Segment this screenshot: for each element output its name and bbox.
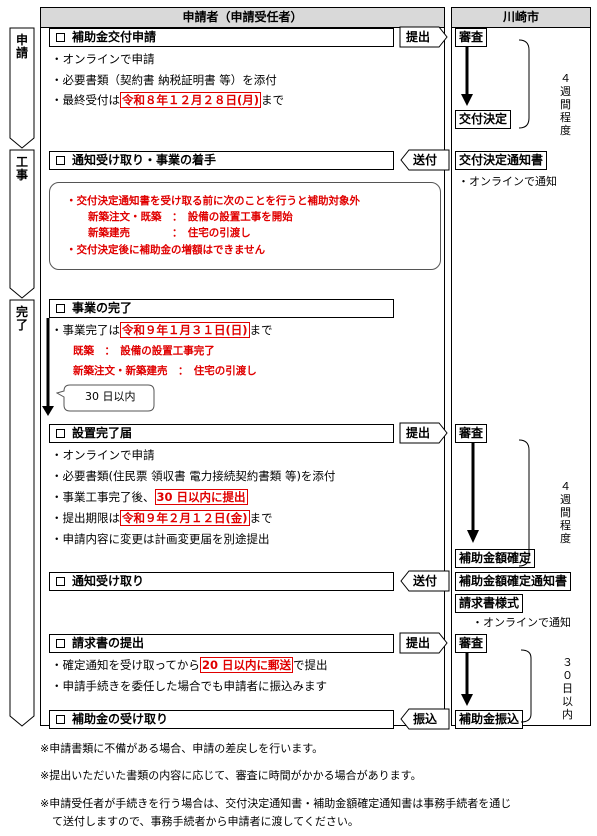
deadline-highlight: 30 日以内に提出 (154, 489, 248, 505)
send-arrow-2: 送付 (413, 574, 438, 588)
notice-line1: ・交付決定通知書を受け取る前に次のことを行うと補助対象外 (66, 195, 360, 207)
step-receive-notice: 通知受け取り (49, 572, 394, 591)
submit-arrow-2: 提出 (406, 426, 431, 440)
deadline-date: 令和９年２月１２日(金) (120, 510, 250, 526)
text: ・最終受付は (51, 93, 120, 107)
city-decision-notice: 交付決定通知書 (455, 151, 548, 170)
city-flow-arrows (461, 39, 532, 723)
text: ・事業完了は (51, 323, 120, 337)
transfer-arrow: 振込 (413, 712, 438, 726)
deadline-date: 令和８年１２月２８日(月) (120, 92, 262, 108)
phase-complete-label: 完了 (15, 305, 28, 332)
step4-line3: ・事業工事完了後、30 日以内に提出 (51, 489, 248, 505)
city-online-notice-1: ・オンラインで通知 (458, 175, 557, 188)
text: ・確定通知を受け取ってから (51, 658, 200, 672)
phase-construction-label: 工事 (15, 155, 28, 182)
step-project-completion: 事業の完了 (49, 299, 394, 318)
text: で提出 (292, 658, 328, 672)
city-confirm-notice: 補助金額確定通知書 (455, 572, 572, 591)
notice-line2: 新築注文・既築 ： 設備の設置工事を開始 (88, 211, 293, 223)
step3-line2: 既築 ： 設備の設置工事完了 (73, 345, 215, 357)
step-notification-start: 通知受け取り・事業の着手 (49, 151, 394, 170)
city-invoice-form: 請求書様式 (455, 594, 524, 613)
step-title: 請求書の提出 (72, 636, 145, 650)
checkbox-icon (56, 429, 65, 438)
phase-chevrons (9, 27, 35, 727)
step4-line5: ・申請内容に変更は計画変更届を別途提出 (51, 532, 270, 546)
step-title: 補助金の受け取り (72, 712, 169, 726)
checkbox-icon (56, 577, 65, 586)
step-title: 通知受け取り (72, 574, 145, 588)
footnote-2: ※提出いただいた書類の内容に応じて、審査に時間がかかる場合があります。 (40, 769, 422, 782)
deadline-highlight: 20 日以内に郵送 (199, 657, 293, 673)
submit-arrow-1: 提出 (406, 30, 431, 44)
step4-line1: ・オンラインで申請 (51, 448, 155, 462)
days-callout-shape (56, 384, 155, 412)
step1-line2: ・必要書類（契約書 納税証明書 等）を添付 (51, 73, 277, 87)
applicant-header: 申請者（申請受任者） (40, 7, 445, 28)
step-submit-invoice: 請求書の提出 (49, 634, 394, 653)
checkbox-icon (56, 33, 65, 42)
days-callout-text: 30 日以内 (85, 390, 136, 403)
submit-arrow-3: 提出 (406, 636, 431, 650)
step-receive-grant: 補助金の受け取り (49, 710, 394, 729)
flow-arrows (399, 26, 450, 730)
applicant-column-frame (40, 7, 445, 726)
footnote-3: ※申請受任者が手続きを行う場合は、交付決定通知書・補助金額確定通知書は事務手続者… (40, 797, 512, 810)
checkbox-icon (56, 156, 65, 165)
step3-line1: ・事業完了は令和９年１月３１日(日)まで (51, 322, 273, 338)
checkbox-icon (56, 304, 65, 313)
city-review-1: 審査 (455, 28, 488, 47)
step-title: 事業の完了 (72, 301, 133, 315)
text: まで (261, 93, 285, 107)
city-header: 川崎市 (451, 7, 591, 28)
city-online-notice-2: ・オンラインで通知 (472, 616, 571, 629)
duration-label-2: ４週間程度 (560, 480, 571, 545)
step-title: 設置完了届 (72, 426, 133, 440)
footnote-1: ※申請書類に不備がある場合、申請の差戻しを行います。 (40, 742, 324, 755)
step3-line3: 新築注文・新築建売 ： 住宅の引渡し (73, 365, 257, 377)
step-title: 補助金交付申請 (72, 30, 157, 44)
step4-line2: ・必要書類(住民票 領収書 電力接続契約書類 等)を添付 (51, 469, 336, 483)
checkbox-icon (56, 715, 65, 724)
city-amount-confirm: 補助金額確定 (455, 549, 536, 568)
duration-label-3: ３０日以内 (562, 656, 573, 721)
deadline-date: 令和９年１月３１日(日) (120, 322, 250, 338)
text: まで (249, 323, 273, 337)
city-grant-decision: 交付決定 (455, 110, 512, 129)
phase-apply-label: 申請 (15, 33, 28, 60)
send-arrow-1: 送付 (413, 153, 438, 167)
city-review-2: 審査 (455, 424, 488, 443)
checkbox-icon (56, 639, 65, 648)
step1-line1: ・オンラインで申請 (51, 52, 155, 66)
text: ・事業工事完了後、 (51, 490, 155, 504)
city-payout: 補助金振込 (455, 710, 524, 729)
notice-line3: 新築建売 ： 住宅の引渡し (88, 227, 251, 239)
notice-bubble (49, 182, 441, 270)
step6-line2: ・申請手続きを委任した場合でも申請者に振込みます (51, 679, 327, 693)
footnote-4: て送付しますので、事務手続者から申請者に渡してください。 (52, 815, 359, 828)
step-title: 通知受け取り・事業の着手 (72, 153, 217, 167)
text: まで (249, 511, 273, 525)
notice-line4: ・交付決定後に補助金の増額はできません (66, 244, 266, 256)
step4-line4: ・提出期限は令和９年２月１２日(金)まで (51, 510, 273, 526)
down-arrow-icon (42, 318, 54, 416)
step-grant-application: 補助金交付申請 (49, 28, 394, 47)
duration-label-1: ４週間程度 (560, 72, 571, 137)
city-review-3: 審査 (455, 634, 488, 653)
step-installation-report: 設置完了届 (49, 424, 394, 443)
step1-line3: ・最終受付は令和８年１２月２８日(月)まで (51, 92, 284, 108)
text: ・提出期限は (51, 511, 120, 525)
